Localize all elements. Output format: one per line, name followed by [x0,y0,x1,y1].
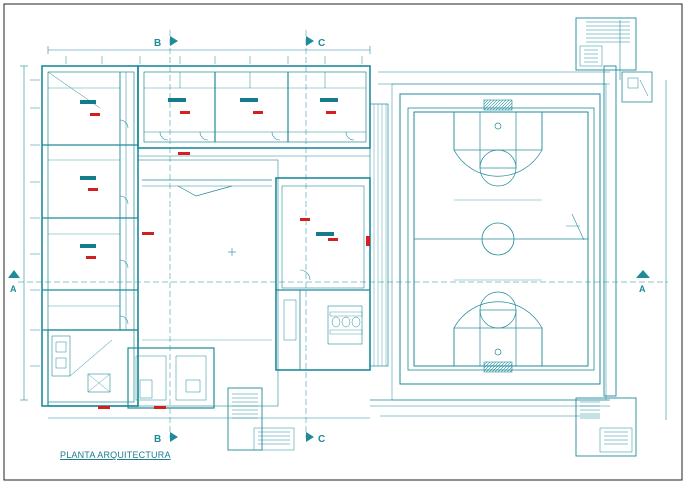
central-courtyard [137,159,279,407]
guard-booth [621,71,653,103]
basketball-court [399,93,601,385]
access-ramp [369,103,389,367]
room-label-tags [86,111,370,409]
grid-axis-ticks [30,56,363,367]
section-marker-b-bottom: B [154,432,178,445]
svg-text:A: A [10,284,17,294]
svg-text:C: C [318,38,325,49]
section-marker-c-top: C [306,36,325,49]
staircase-bottom-right [575,397,637,457]
staircase-top-right [575,17,637,71]
dimension-lines [20,20,667,420]
court-perimeter [370,65,617,407]
service-block [47,329,215,409]
section-marker-c-bottom: C [306,432,325,445]
section-markers: B C B C A A [8,36,650,445]
right-inner-block [275,177,371,371]
top-classroom-wing [137,65,371,157]
room-label-blocks [80,98,338,248]
svg-text:B: B [154,38,161,49]
left-classroom-wing [41,65,139,407]
svg-text:B: B [154,434,161,445]
section-marker-a-right: A [636,270,650,294]
staircase-bottom-left [227,387,295,451]
plan-title: PLANTA ARQUITECTURA [60,450,171,460]
section-marker-b-top: B [154,36,178,49]
svg-text:A: A [639,284,646,294]
sheet-border [3,3,683,481]
section-marker-a-left: A [8,270,20,294]
svg-text:C: C [318,434,325,445]
